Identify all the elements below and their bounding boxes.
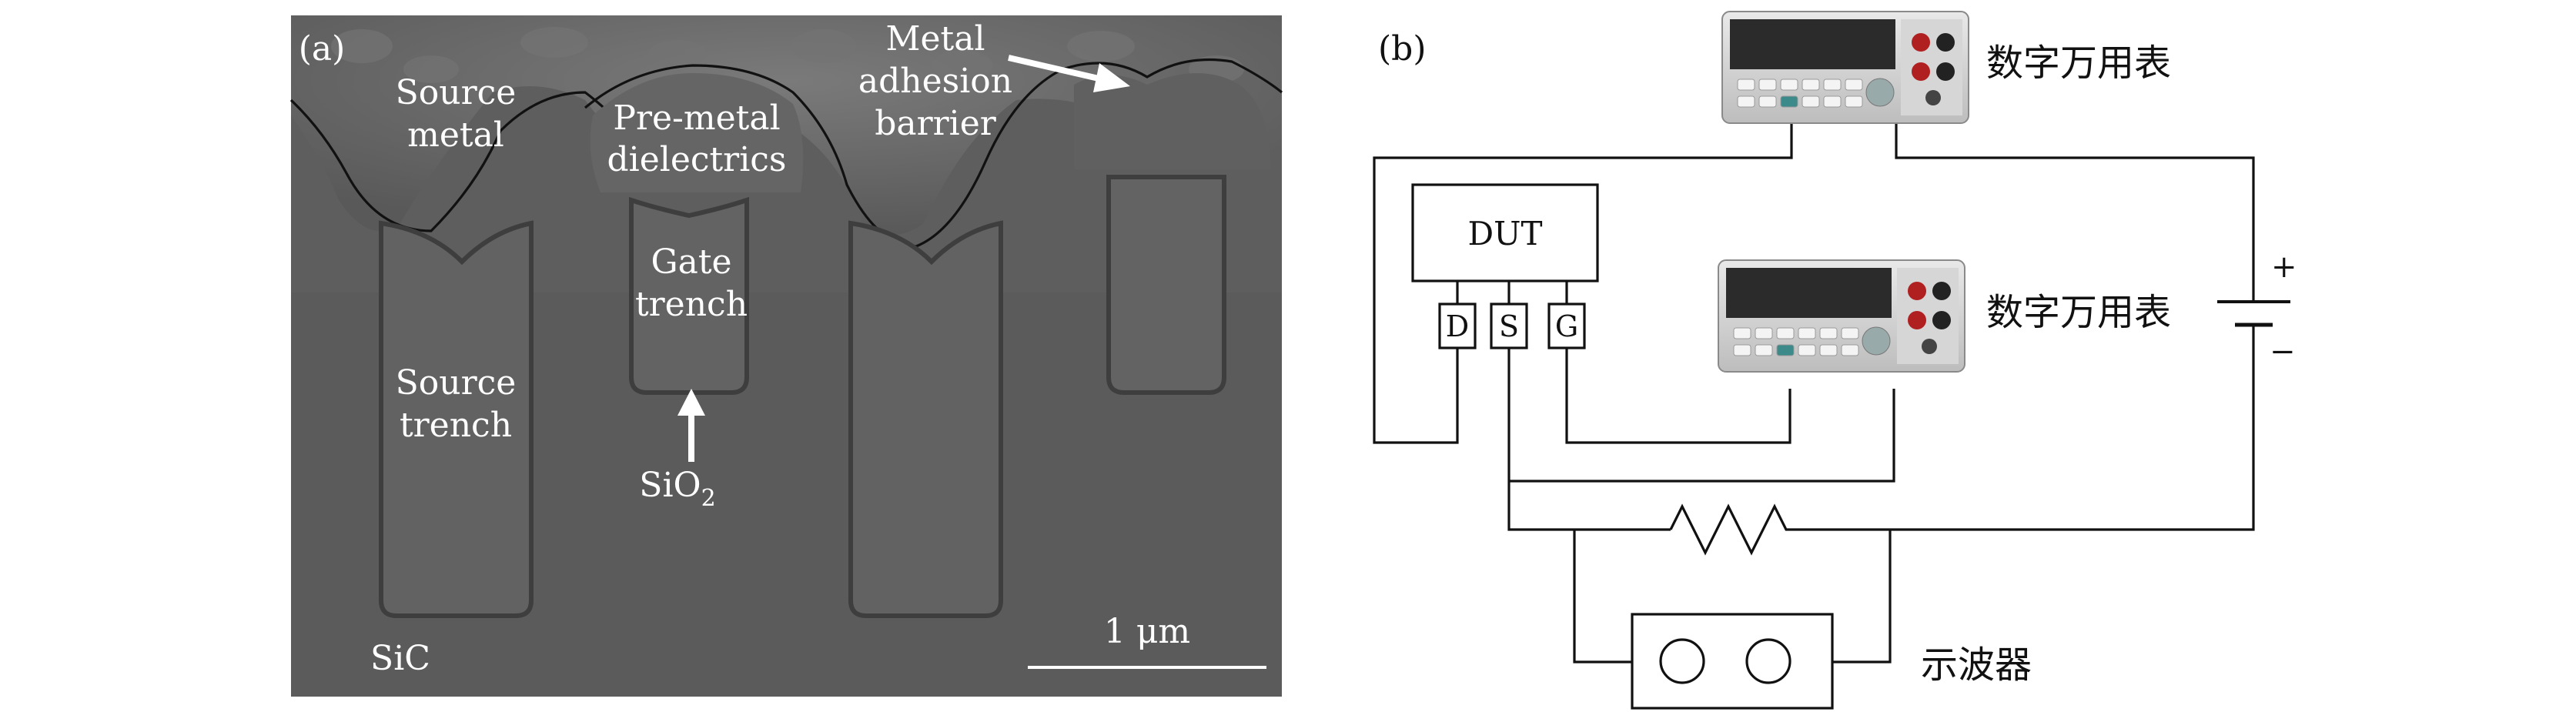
source-trench-right — [848, 220, 1003, 618]
wires — [1373, 123, 2255, 664]
source-trench-left — [379, 220, 534, 618]
label-pre-metal-1: Pre-metal — [613, 99, 780, 138]
gate-trench — [629, 196, 749, 395]
battery-minus: − — [2270, 334, 2296, 369]
scope-label: 示波器 — [1921, 643, 2032, 687]
label-sio2-sub: 2 — [701, 485, 716, 512]
battery-icon — [2217, 279, 2290, 333]
label-source-trench-1: Source — [396, 363, 517, 403]
label-sic: SiC — [370, 639, 430, 678]
arrow-sio2 — [677, 389, 705, 462]
dut-box — [1411, 183, 1599, 282]
pin-source — [1490, 303, 1528, 349]
panel-a-label: (a) — [299, 29, 346, 69]
label-barrier-3: barrier — [875, 104, 997, 143]
meter-mid-label: 数字万用表 — [1986, 291, 2171, 334]
label-sio2: SiO — [639, 466, 701, 505]
resistor-icon — [1669, 503, 1890, 556]
pin-drain — [1438, 303, 1477, 349]
svg-text:SiO2: SiO2 — [639, 466, 715, 512]
label-gate-1: Gate — [651, 242, 731, 282]
label-source-metal-2: metal — [407, 115, 504, 155]
metal-adhesion-barrier — [289, 91, 641, 232]
oscilloscope-icon — [1631, 613, 1834, 710]
pin-g-label: G — [1555, 309, 1578, 343]
label-barrier-1: Metal — [885, 19, 985, 58]
battery-plus: + — [2271, 249, 2297, 285]
dut-label: DUT — [1467, 215, 1542, 252]
label-pre-metal-2: dielectrics — [607, 140, 786, 179]
scale-bar-label: 1 μm — [1104, 612, 1190, 651]
multimeter-icon — [1721, 11, 1969, 124]
label-barrier-2: adhesion — [858, 62, 1012, 101]
sem-image: (a) Source metal Pre-metal dielectrics M… — [289, 15, 1283, 697]
circuit-diagram: (b) + − — [1373, 11, 2297, 710]
multimeter-icon — [1718, 259, 1965, 373]
arrow-barrier — [1008, 55, 1130, 92]
gate-trench-right — [1106, 175, 1226, 395]
pre-metal-dielectric — [590, 73, 804, 192]
pin-s-label: S — [1499, 309, 1519, 343]
meter-top-label: 数字万用表 — [1986, 42, 2171, 85]
label-source-trench-2: trench — [400, 406, 512, 445]
pin-d-label: D — [1446, 309, 1469, 343]
label-source-metal-1: Source — [396, 73, 517, 112]
label-gate-2: trench — [635, 285, 748, 324]
panel-b-label: (b) — [1378, 29, 1427, 69]
source-metal-region — [291, 15, 1282, 235]
